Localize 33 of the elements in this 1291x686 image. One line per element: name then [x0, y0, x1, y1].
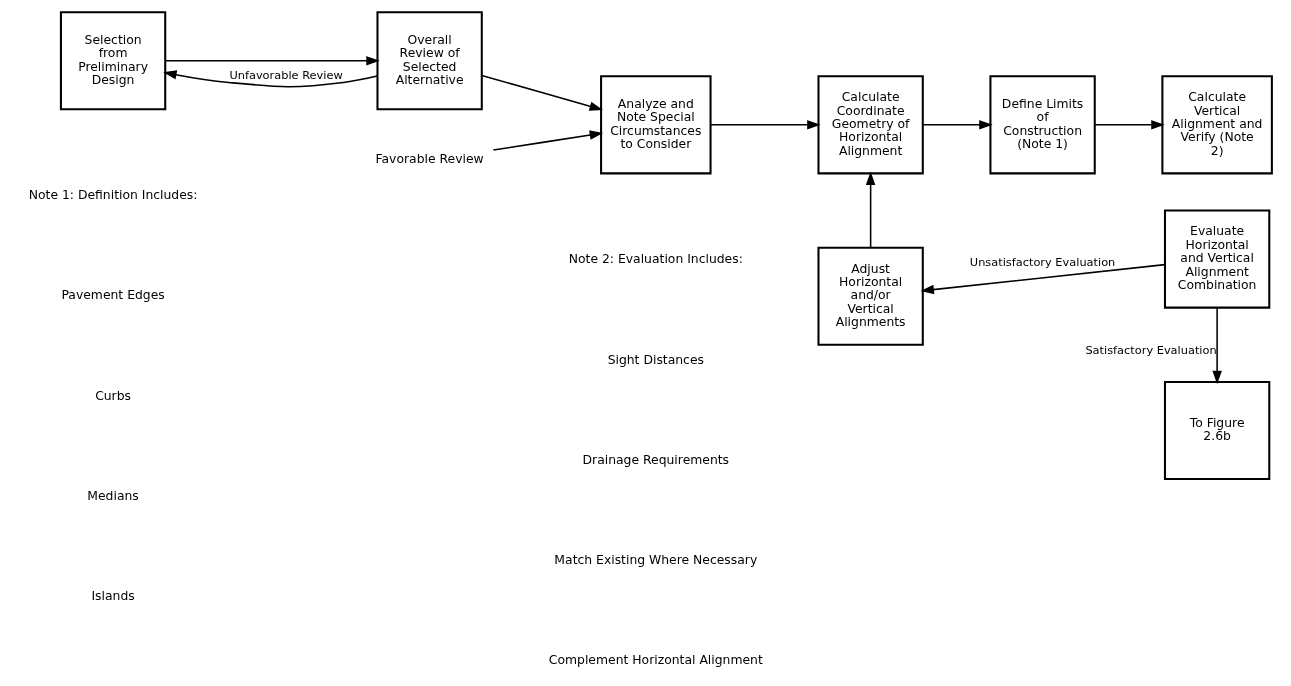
arrow: [709, 120, 821, 130]
label: Medians: [86, 487, 139, 503]
node-box: Overall Review of Selected Alternative: [375, 11, 483, 111]
arrow: [921, 120, 993, 130]
label: Islands: [90, 588, 135, 604]
edge-label: Unfavorable Review: [228, 68, 343, 83]
node-text: Favorable Review: [375, 151, 484, 167]
arrow: [1093, 120, 1165, 130]
arrow: [492, 130, 603, 151]
arrow: [1211, 307, 1222, 385]
label: Pavement Edges: [60, 287, 165, 303]
label: Match Existing Where Necessary: [553, 551, 757, 567]
label: Note 1: Definition Includes:: [28, 187, 197, 203]
node-box: Selection from Preliminary Design: [59, 11, 166, 111]
node-box: Evaluate Horizontal and Vertical Alignment Combination: [1163, 209, 1270, 309]
arrow: [480, 74, 603, 111]
arrow: [164, 56, 380, 66]
label: Drainage Requirements: [582, 451, 729, 467]
edge-label: Unsatisfactory Evaluation: [969, 255, 1115, 270]
node-box: Define Limits of Construction (Note 1): [988, 75, 1096, 175]
node-box: Analyze and Note Special Circumstances to Consider: [599, 75, 712, 175]
node-box: Calculate Vertical Alignment and Verify (Note 2): [1160, 75, 1273, 175]
label: Note 2: Evaluation Includes:: [568, 251, 743, 267]
node-box: To Figure 2.6b: [1163, 380, 1270, 481]
label: Curbs: [94, 387, 131, 403]
node-box: Adjust Horizontal and/or Vertical Alignments: [816, 246, 924, 346]
label: Sight Distances: [607, 351, 704, 367]
node-box: Calculate Coordinate Geometry of Horizontal Alignment: [816, 75, 924, 175]
arrow: [162, 70, 378, 88]
arrow: [865, 171, 875, 249]
label: Complement Horizontal Alignment: [548, 652, 763, 668]
arrow: [920, 263, 1166, 295]
edge-label: Satisfactory Evaluation: [1084, 342, 1217, 357]
